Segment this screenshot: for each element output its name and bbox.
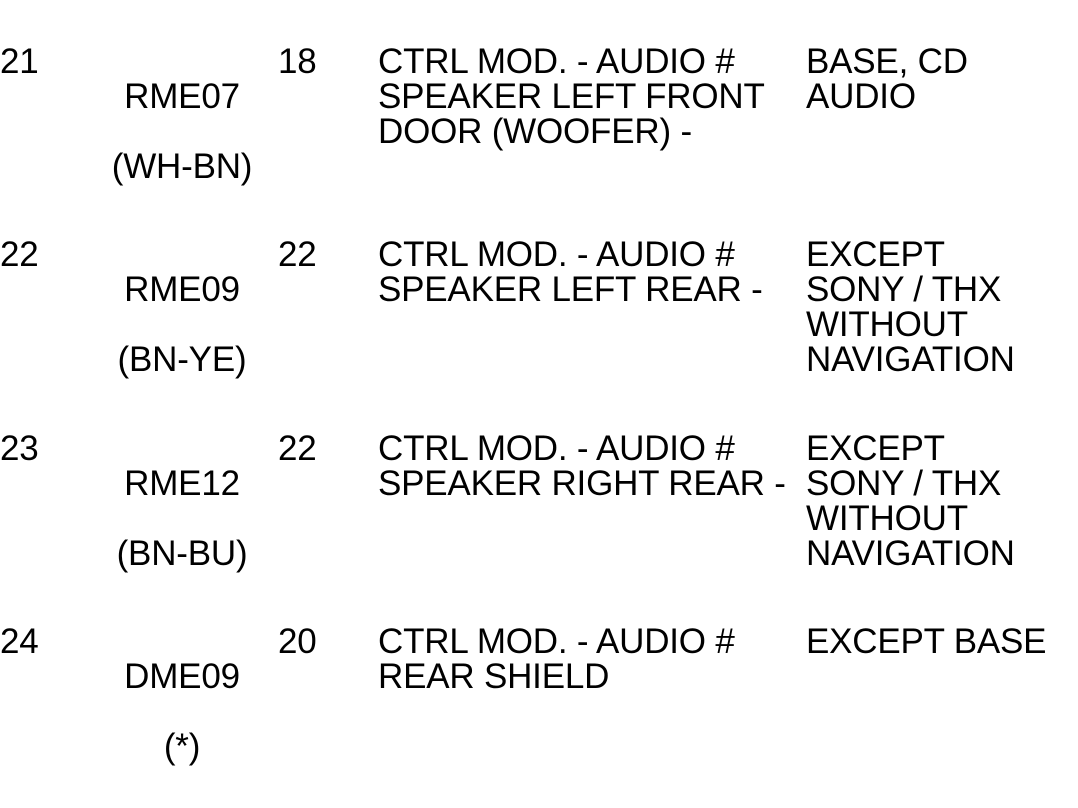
pin-number-cell: 21: [0, 42, 39, 81]
wire-gauge-cell: 22: [278, 235, 317, 274]
document-page: 21 RME07 (WH-BN) 18 CTRL MOD. - AUDIO # …: [0, 44, 1047, 764]
circuit-description-cell: CTRL MOD. - AUDIO # SPEAKER LEFT FRONT D…: [378, 42, 765, 151]
wire-id-cell: RME09 (BN-YE): [86, 228, 278, 421]
wire-color-code: (*): [163, 727, 201, 766]
pin-number-cell: 24: [0, 622, 39, 661]
pin-number-cell: 23: [0, 429, 39, 468]
table-row: 21 RME07 (WH-BN) 18 CTRL MOD. - AUDIO # …: [0, 0, 1078, 228]
wire-gauge-cell: 18: [278, 42, 317, 81]
wire-id-cell: DME09 (*): [86, 615, 278, 808]
wire-color-code: (BN-YE): [117, 340, 247, 379]
circuit-description-cell: CTRL MOD. - AUDIO # SPEAKER LEFT REAR -: [378, 235, 763, 309]
application-notes-cell: EXCEPT SONY / THX WITHOUT NAVIGATION: [806, 429, 1015, 573]
application-notes-cell: EXCEPT SONY / THX WITHOUT NAVIGATION: [806, 235, 1015, 379]
wire-code: RME12: [124, 464, 240, 503]
wire-id-cell: RME07 (WH-BN): [86, 0, 278, 228]
table-row: 23 RME12 (BN-BU) 22 CTRL MOD. - AUDIO # …: [0, 421, 1078, 615]
wire-gauge-cell: 20: [278, 622, 317, 661]
application-notes-cell: EXCEPT BASE: [806, 622, 1047, 661]
wire-code: RME09: [124, 270, 240, 309]
application-notes-cell: BASE, CD AUDIO: [806, 42, 968, 116]
circuit-description-cell: CTRL MOD. - AUDIO # REAR SHIELD: [378, 622, 735, 696]
circuit-description-cell: CTRL MOD. - AUDIO # SPEAKER RIGHT REAR -: [378, 429, 786, 503]
wire-color-code: (WH-BN): [111, 147, 253, 186]
wire-code: DME09: [124, 657, 240, 696]
wire-id-cell: RME12 (BN-BU): [86, 421, 278, 615]
wire-code: RME07: [124, 77, 240, 116]
wire-gauge-cell: 22: [278, 429, 317, 468]
wire-color-code: (BN-BU): [116, 534, 248, 573]
pin-number-cell: 22: [0, 235, 39, 274]
table-row: 22 RME09 (BN-YE) 22 CTRL MOD. - AUDIO # …: [0, 228, 1078, 421]
table-row: 24 DME09 (*) 20 CTRL MOD. - AUDIO # REAR…: [0, 615, 1078, 808]
